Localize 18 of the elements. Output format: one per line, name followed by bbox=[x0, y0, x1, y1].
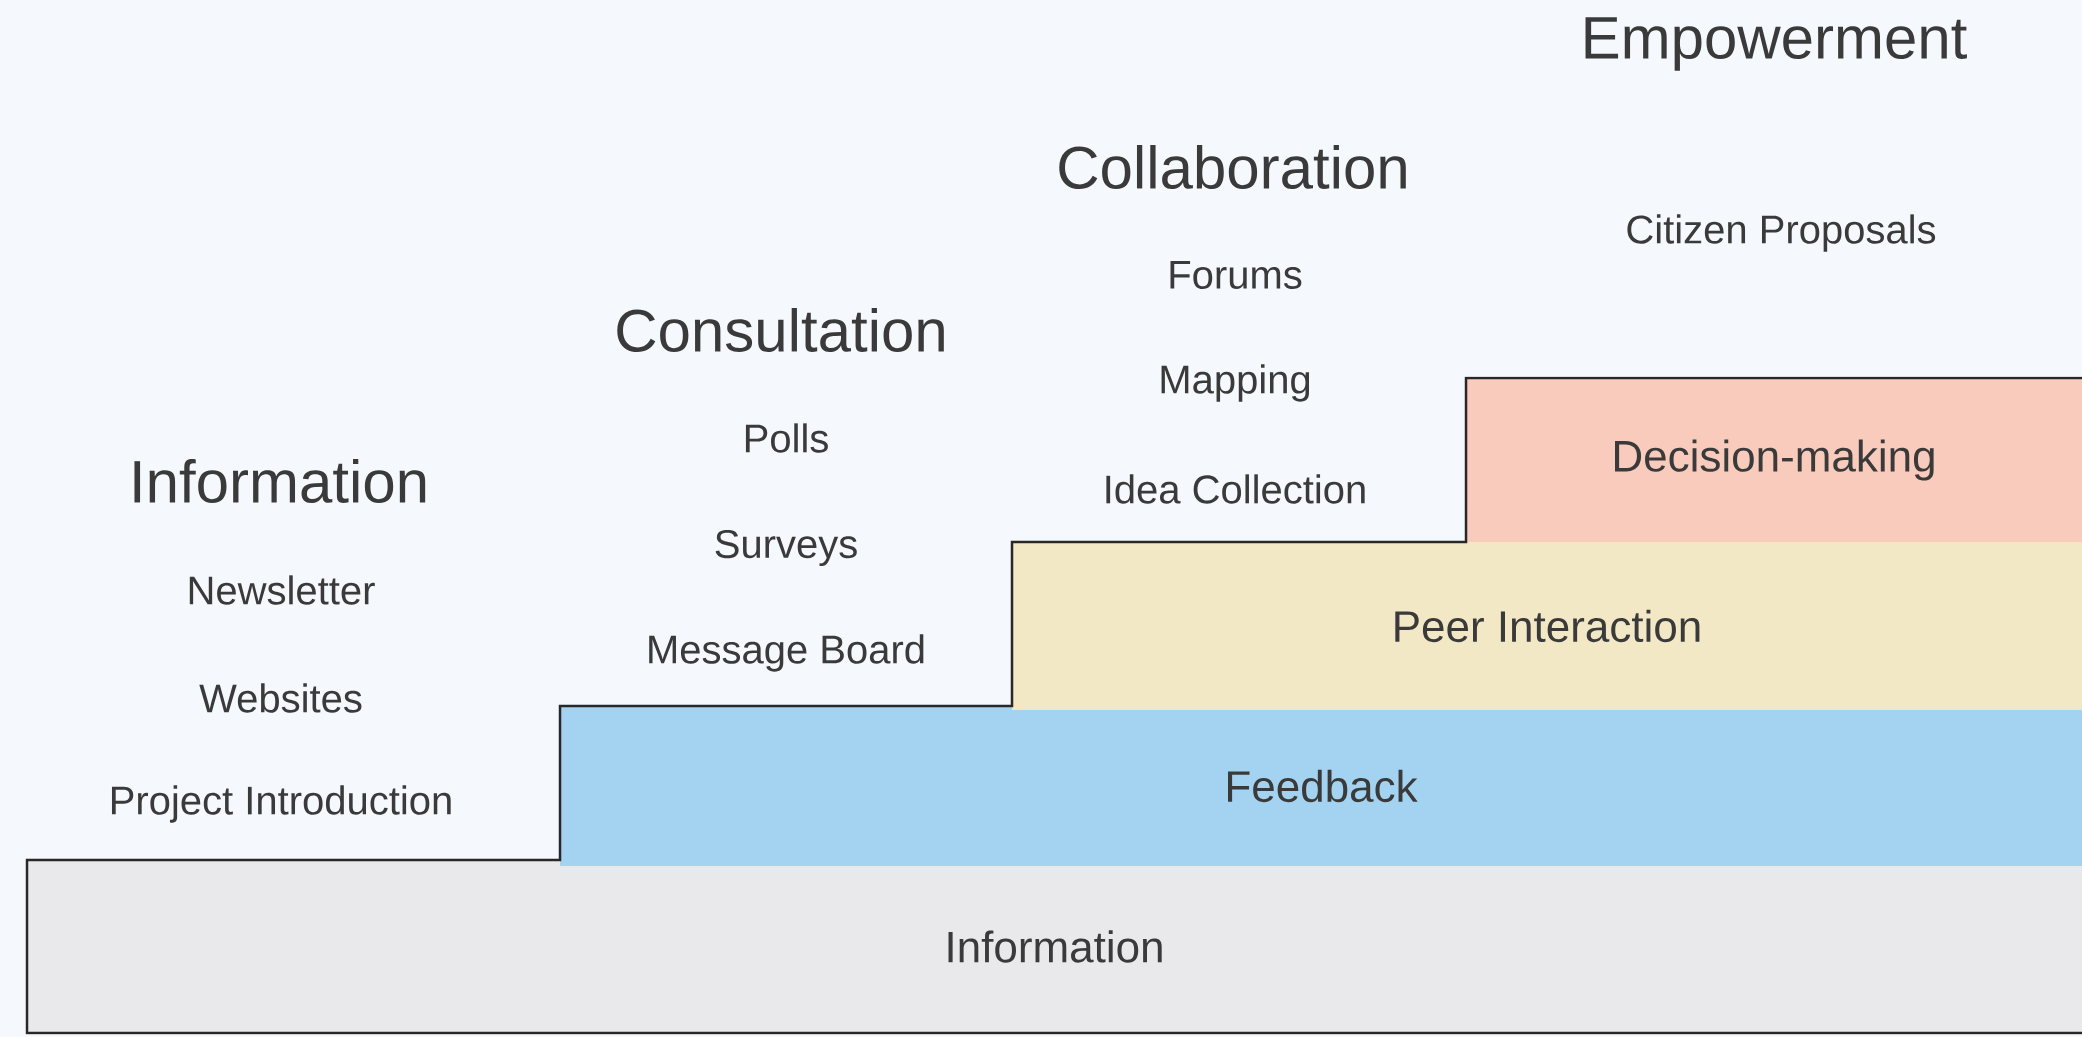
step-band: Peer Interaction bbox=[1012, 542, 2082, 710]
level-heading: Collaboration bbox=[1059, 145, 1406, 190]
tool-label: Websites bbox=[199, 683, 362, 713]
tool-label: Message Board bbox=[649, 634, 924, 672]
tool-label: Mapping bbox=[1161, 364, 1310, 402]
tool-label: Citizen Proposals bbox=[1627, 214, 1936, 252]
level-heading: Information bbox=[134, 459, 426, 504]
tool-label: Polls bbox=[745, 423, 828, 453]
step-band: Decision-making bbox=[1466, 378, 2082, 542]
tool-label: Idea Collection bbox=[1106, 474, 1365, 504]
tool-label: Newsletter bbox=[189, 575, 375, 605]
step-band: Feedback bbox=[560, 706, 2082, 866]
tool-label: Forums bbox=[1170, 261, 1302, 289]
tool-label: Surveys bbox=[715, 529, 857, 567]
level-heading: Consultation bbox=[617, 308, 944, 353]
level-heading: Empowerment bbox=[1585, 17, 1967, 71]
tool-label: Project Introduction bbox=[111, 785, 451, 823]
step-band: Information bbox=[27, 860, 2082, 1033]
